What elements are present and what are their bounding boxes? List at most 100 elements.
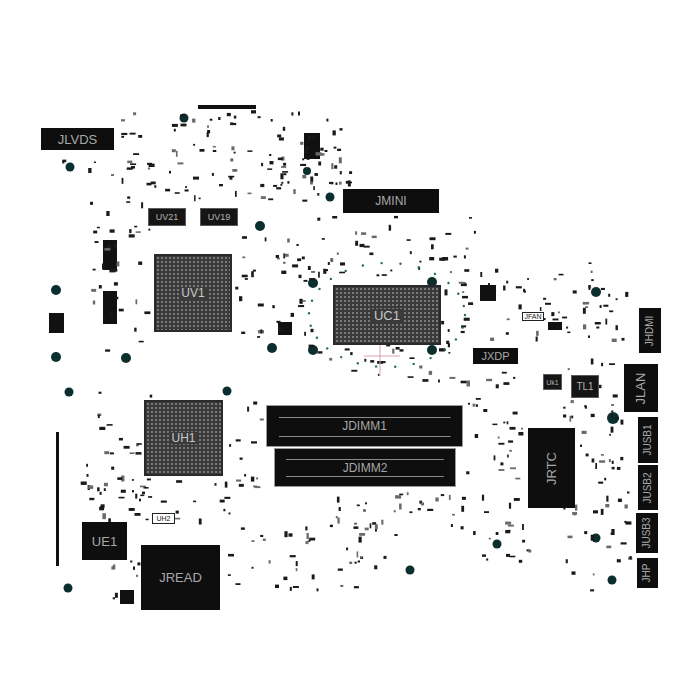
smd-component (480, 272, 482, 277)
mounting-hole (591, 287, 601, 297)
smd-component (496, 532, 499, 535)
smd-component (365, 528, 369, 531)
via (463, 305, 465, 307)
smd-component (131, 166, 135, 169)
smd-component (486, 559, 488, 561)
smd-component (234, 152, 236, 154)
via (362, 264, 364, 266)
smd-component (506, 332, 509, 335)
smd-component (130, 452, 135, 454)
smd-component (277, 135, 281, 138)
smd-component (133, 567, 135, 570)
smd-component (545, 303, 551, 305)
smd-component (374, 565, 377, 569)
smd-component (300, 164, 306, 166)
smd-component (615, 417, 619, 419)
smd-component (591, 414, 595, 417)
smd-component (100, 492, 102, 495)
smd-component (215, 483, 217, 486)
smd-component (611, 529, 614, 535)
smd-component (151, 182, 156, 185)
mounting-hole (592, 534, 601, 543)
smd-component (340, 585, 343, 587)
reference-designator: JRTC (545, 452, 558, 485)
smd-component (522, 540, 525, 543)
smd-component (304, 280, 308, 282)
smd-component (339, 157, 342, 163)
smd-component (337, 149, 341, 151)
smd-component (599, 460, 605, 463)
smd-component (86, 464, 88, 467)
smd-component (258, 116, 261, 118)
smd-component (498, 437, 500, 439)
smd-component (133, 112, 136, 115)
smd-component (177, 162, 183, 164)
smd-component (283, 127, 285, 131)
chip-package (480, 285, 496, 301)
smd-component (257, 336, 260, 338)
smd-component (360, 244, 365, 247)
smd-component (263, 539, 266, 541)
smd-component (528, 550, 531, 553)
smd-component (147, 479, 151, 481)
smd-component (169, 171, 171, 174)
smd-component (142, 492, 145, 495)
smd-component (176, 480, 182, 483)
smd-component (601, 454, 604, 456)
smd-component (148, 168, 150, 170)
smd-component (494, 455, 496, 460)
smd-component (482, 495, 484, 501)
smd-component (231, 146, 234, 150)
smd-component (273, 185, 277, 187)
smd-component (430, 237, 436, 240)
connector-strip (56, 432, 59, 566)
smd-component (369, 253, 373, 256)
smd-component (234, 116, 237, 119)
smd-component (606, 546, 611, 549)
smd-component (134, 226, 137, 228)
smd-component (107, 245, 111, 248)
reference-designator: JFAN (524, 313, 541, 320)
smd-component (568, 536, 573, 539)
smd-component (427, 509, 433, 511)
smd-component (110, 229, 115, 232)
smd-component (251, 271, 254, 277)
smd-component (302, 175, 306, 179)
smd-component (315, 173, 318, 176)
smd-component (536, 331, 539, 336)
smd-component (200, 149, 205, 152)
smd-component (93, 301, 95, 305)
smd-component (269, 560, 271, 563)
smd-component (418, 508, 421, 510)
smd-component (346, 181, 350, 184)
smd-component (193, 177, 199, 180)
smd-component (99, 285, 102, 288)
smd-component (144, 311, 150, 314)
mounting-hole (427, 345, 437, 355)
smd-component (612, 467, 615, 470)
smd-component (334, 147, 337, 149)
smd-component (127, 161, 132, 164)
smd-component (110, 452, 114, 454)
smd-component (199, 198, 201, 200)
smd-component (317, 193, 319, 196)
smd-component (462, 296, 468, 299)
smd-component (100, 506, 102, 509)
smd-component (519, 560, 522, 563)
component-outline: JREAD (141, 545, 220, 610)
smd-component (280, 173, 283, 179)
smd-component (106, 211, 109, 216)
smd-component (429, 371, 432, 375)
smd-component (235, 191, 237, 197)
reference-designator: JLAN (634, 372, 647, 404)
smd-component (148, 229, 150, 231)
smd-component (119, 309, 124, 312)
smd-component (293, 189, 295, 194)
smd-component (567, 332, 570, 334)
smd-component (381, 520, 383, 525)
smd-component (464, 269, 469, 272)
reference-designator: JDIMM2 (340, 462, 391, 474)
smd-component (290, 555, 296, 557)
smd-component (146, 519, 149, 521)
